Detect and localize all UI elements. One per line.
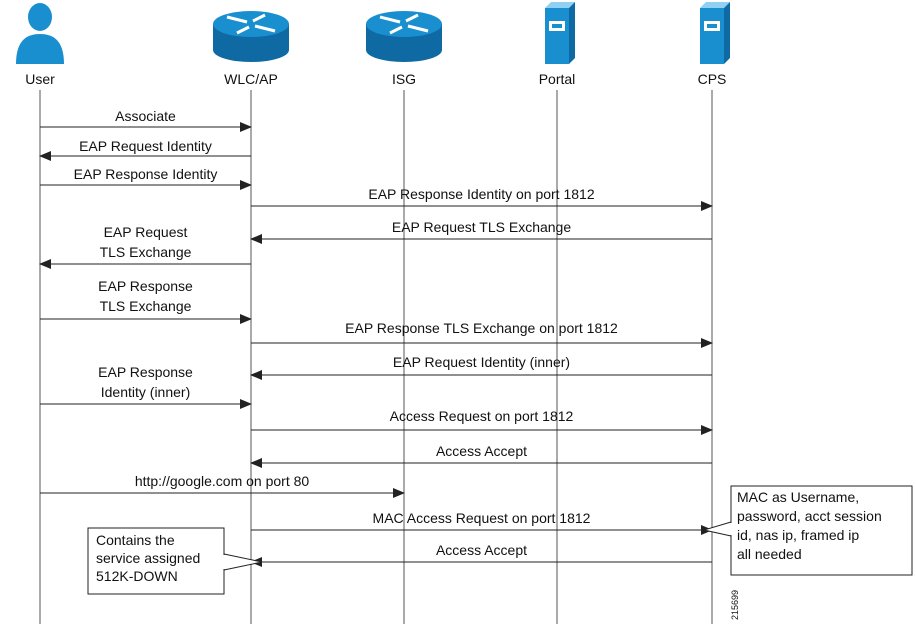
message-label: http://google.com on port 80 [135,473,310,489]
lifelines [39,90,713,624]
note-cps: MAC as Username, password, acct session id… [702,485,913,576]
note-text: 512K-DOWN [96,568,178,584]
note-text: id, nas ip, framed ip [737,527,859,543]
message-label: MAC Access Request on port 1812 [373,510,591,526]
note-text: password, acct session [737,508,882,524]
message-label: Identity (inner) [101,384,190,400]
figure-id: 215699 [730,590,740,620]
message: EAP Response TLS Exchange on port 1812 [251,320,713,348]
message: EAP Request TLS Exchange [250,219,712,244]
note-wlc: Contains the service assigned 512K-DOWN [87,527,263,595]
message: Access Request on port 1812 [251,408,713,435]
message-label: TLS Exchange [100,298,192,314]
participant-label-user: User [25,71,55,87]
server-icon [700,2,730,64]
message: Access Accept [250,443,712,468]
participant-icons [16,2,730,64]
participant-label-wlc: WLC/AP [224,71,278,87]
message: Associate [40,108,252,132]
router-icon [366,11,442,62]
message: EAP Request Identity (inner) [250,354,712,380]
message-label: EAP Request [104,224,188,240]
message: http://google.com on port 80 [40,473,405,498]
notes: MAC as Username, password, acct session id… [87,485,913,595]
message-label: EAP Request Identity (inner) [393,354,570,370]
message-label: EAP Request TLS Exchange [392,219,571,235]
note-pointer [223,553,263,571]
note-pointer [702,521,732,537]
message-label: Access Request on port 1812 [390,408,574,424]
message: EAP Response Identity on port 1812 [251,186,713,211]
server-icon [545,2,575,64]
participant-labels: User WLC/AP ISG Portal CPS [25,71,726,87]
user-body [16,34,64,64]
note-box [87,527,225,595]
participant-label-portal: Portal [539,71,576,87]
message-label: EAP Response Identity on port 1812 [368,186,594,202]
message-label: Access Accept [436,542,527,558]
note-text: MAC as Username, [737,489,859,505]
participant-label-cps: CPS [698,71,727,87]
message-label: EAP Response [98,278,193,294]
message: Access Accept [250,542,712,567]
user-icon [16,3,64,64]
router-icon [213,11,289,62]
note-text: Contains the [96,532,175,548]
message-label: EAP Response [98,364,193,380]
message: EAP Request Identity [39,138,251,161]
user-head [28,3,52,31]
participant-label-isg: ISG [392,71,416,87]
message-label: EAP Request Identity [79,138,212,154]
message-label: TLS Exchange [100,244,192,260]
note-box [730,485,913,576]
message-label: EAP Response TLS Exchange on port 1812 [345,320,618,336]
message-label: Associate [115,108,176,124]
message-label: Access Accept [436,443,527,459]
note-text: all needed [737,546,802,562]
note-text: service assigned [96,550,200,566]
message-label: EAP Response Identity [74,166,218,182]
message: MAC Access Request on port 1812 [251,510,713,535]
message: EAP Response Identity [40,166,252,190]
